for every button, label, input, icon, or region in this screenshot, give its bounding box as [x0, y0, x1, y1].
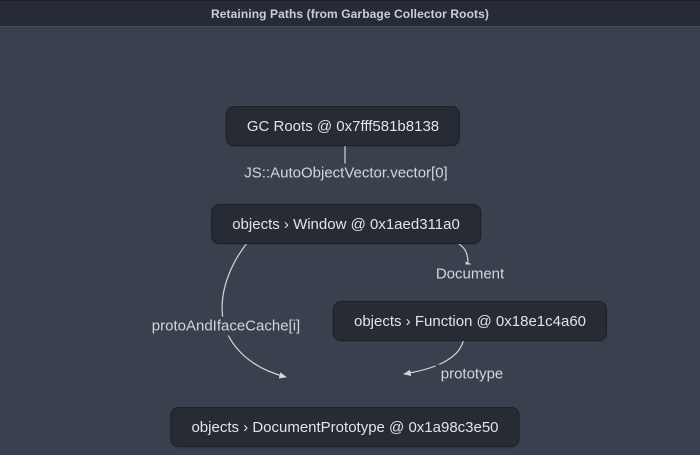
graph-node-gc-roots[interactable]: GC Roots @ 0x7fff581b8138 — [225, 106, 461, 146]
edge-label-protoandifacecache: protoAndIfaceCache[i] — [146, 316, 306, 336]
edge-label-prototype: prototype — [435, 364, 509, 384]
edge-label-autoobjectvector: JS::AutoObjectVector.vector[0] — [239, 163, 453, 183]
panel-title: Retaining Paths (from Garbage Collector … — [211, 6, 489, 21]
graph-node-document-prototype[interactable]: objects › DocumentPrototype @ 0x1a98c3e5… — [170, 407, 520, 447]
graph-node-window[interactable]: objects › Window @ 0x1aed311a0 — [211, 204, 481, 244]
retaining-paths-canvas[interactable]: JS::AutoObjectVector.vector[0] Document … — [0, 27, 700, 455]
graph-node-function[interactable]: objects › Function @ 0x18e1c4a60 — [332, 301, 608, 341]
edge-label-document: Document — [430, 264, 510, 284]
retaining-paths-header: Retaining Paths (from Garbage Collector … — [0, 0, 700, 27]
